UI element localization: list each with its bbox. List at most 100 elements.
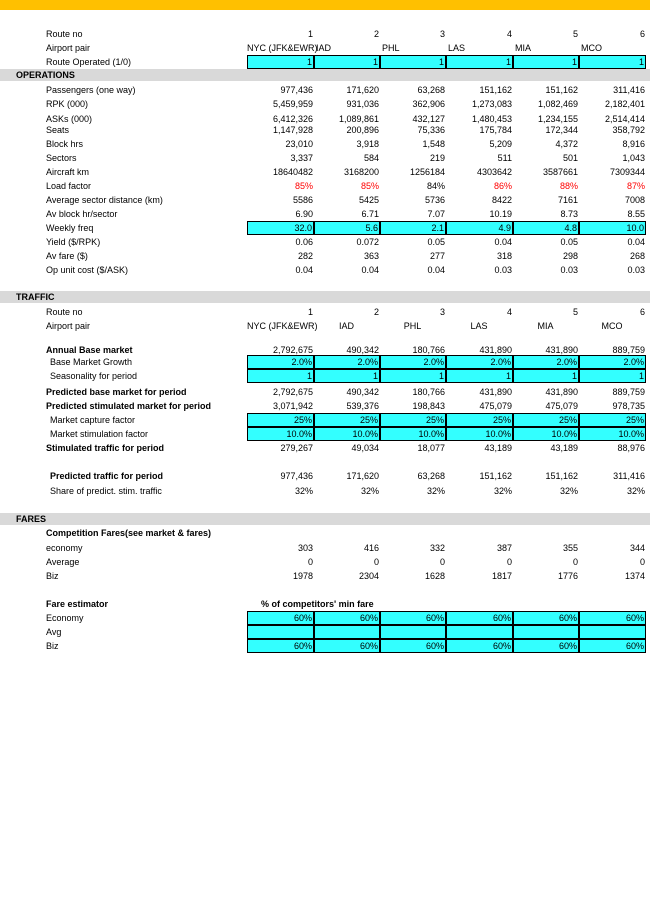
traffic-row-cell[interactable]: 2.0% (446, 355, 513, 369)
fare-estimator-row-cell[interactable] (579, 625, 646, 639)
fare-estimator-row-cell[interactable]: 60% (247, 611, 314, 625)
operations-row-label: Sectors (46, 153, 77, 163)
traffic-row-cell: 431,890 (479, 345, 512, 355)
operations-row-label: Seats (46, 125, 70, 135)
traffic-row-label: Stimulated traffic for period (46, 443, 165, 453)
traffic-row-cell[interactable]: 1 (446, 369, 513, 383)
operations-row-cell: 219 (429, 153, 445, 163)
fare-estimator-row-cell[interactable] (247, 625, 314, 639)
operations-row-cell: 0.04 (427, 265, 445, 275)
traffic-row-cell: 431,890 (545, 387, 578, 397)
traffic-row-cell[interactable]: 2.0% (513, 355, 579, 369)
traffic-row-cell: 171,620 (346, 471, 379, 481)
operations-row-cell: 75,336 (417, 125, 445, 135)
route-operated-row-cell[interactable]: 1 (380, 55, 446, 69)
operations-row-cell: 3,337 (290, 153, 313, 163)
operations-row-cell: 175,784 (479, 125, 512, 135)
operations-row-cell[interactable]: 5.6 (314, 221, 380, 235)
fare-estimator-row-cell[interactable] (380, 625, 446, 639)
operations-row-label: Av block hr/sector (46, 209, 118, 219)
traffic-row-cell: 431,890 (479, 387, 512, 397)
operations-row-cell[interactable]: 4.8 (513, 221, 579, 235)
route-operated-row-cell[interactable]: 1 (247, 55, 314, 69)
operations-row-cell: 2,514,414 (604, 114, 645, 124)
traffic-section: TRAFFIC (0, 291, 650, 303)
traffic-row-cell[interactable]: 25% (579, 413, 646, 427)
traffic-row-cell[interactable]: 10.0% (380, 427, 446, 441)
operations-row-cell: 1,480,453 (471, 114, 512, 124)
operations-row-cell[interactable]: 32.0 (247, 221, 314, 235)
fare-estimator-row-cell[interactable]: 60% (513, 611, 579, 625)
airport-pair-row-cell: PHL (382, 43, 400, 53)
operations-row-cell: 8422 (491, 195, 512, 205)
fare-estimator-row-cell[interactable]: 60% (314, 611, 380, 625)
traffic-row-cell[interactable]: 25% (446, 413, 513, 427)
operations-row-cell: 7161 (557, 195, 578, 205)
operations-row-cell[interactable]: 10.0 (579, 221, 646, 235)
traffic-row-cell[interactable]: 1 (380, 369, 446, 383)
fare-estimator-header: Fare estimator% of competitors' min fare (0, 597, 650, 611)
traffic-row-cell[interactable]: 25% (513, 413, 579, 427)
fare-estimator-row-cell[interactable]: 60% (380, 639, 446, 653)
competition-fare-row-cell: 0 (506, 557, 512, 567)
traffic-row-cell: 978,735 (612, 401, 645, 411)
route-operated-row-cell[interactable]: 1 (446, 55, 513, 69)
traffic-airport-pair-row-cell: LAS (470, 321, 488, 331)
fare-estimator-row-cell[interactable]: 60% (446, 611, 513, 625)
fare-estimator-row-cell[interactable] (513, 625, 579, 639)
operations-row-cell: 88% (559, 181, 578, 191)
traffic-row-cell[interactable]: 25% (380, 413, 446, 427)
fare-estimator-row-cell[interactable]: 60% (380, 611, 446, 625)
traffic-row-cell[interactable]: 10.0% (314, 427, 380, 441)
fare-estimator-row-cell[interactable] (446, 625, 513, 639)
traffic-row-cell[interactable]: 10.0% (247, 427, 314, 441)
fare-estimator-row-cell[interactable] (314, 625, 380, 639)
operations-row-cell: 0.072 (356, 237, 379, 247)
operations-row-cell: 6.90 (295, 209, 313, 219)
fare-estimator-row-cell[interactable]: 60% (579, 611, 646, 625)
traffic-row-cell[interactable]: 1 (579, 369, 646, 383)
fare-estimator-row-cell[interactable]: 60% (579, 639, 646, 653)
operations-row-cell[interactable]: 2.1 (380, 221, 446, 235)
traffic-row-cell: 32% (426, 486, 445, 496)
operations-row-cell: 311,416 (613, 85, 645, 95)
route-operated-row-cell[interactable]: 1 (513, 55, 579, 69)
fare-estimator-row-cell[interactable]: 60% (513, 639, 579, 653)
traffic-row-cell[interactable]: 2.0% (380, 355, 446, 369)
traffic-row-cell[interactable]: 10.0% (446, 427, 513, 441)
fares-section: FARES (0, 513, 650, 525)
traffic-row-label: Base Market Growth (50, 357, 133, 367)
traffic-row-cell[interactable]: 1 (513, 369, 579, 383)
traffic-row-cell[interactable]: 2.0% (247, 355, 314, 369)
competition-fare-row-cell: 416 (363, 543, 379, 553)
traffic-row-cell[interactable]: 2.0% (579, 355, 646, 369)
traffic-row-cell[interactable]: 1 (247, 369, 314, 383)
fare-estimator-row-label: Economy (46, 613, 84, 623)
airport-pair-row-cell: LAS (448, 43, 466, 53)
traffic-row-cell[interactable]: 10.0% (513, 427, 579, 441)
traffic-route-no-row-cell: 5 (572, 307, 578, 317)
header-bar (0, 0, 650, 10)
traffic-row-cell[interactable]: 25% (314, 413, 380, 427)
fare-estimator-row-cell[interactable]: 60% (247, 639, 314, 653)
fare-estimator-row-cell[interactable]: 60% (446, 639, 513, 653)
operations-row-cell: 172,344 (545, 125, 578, 135)
traffic-row-cell[interactable]: 1 (314, 369, 380, 383)
traffic-row-cell[interactable]: 10.0% (579, 427, 646, 441)
operations-row-cell: 268 (629, 251, 645, 261)
operations-row-cell[interactable]: 4.9 (446, 221, 513, 235)
route-operated-row-cell[interactable]: 1 (579, 55, 646, 69)
operations-row-cell: 7008 (624, 195, 645, 205)
traffic-row-cell[interactable]: 25% (247, 413, 314, 427)
fare-estimator-row-cell[interactable]: 60% (314, 639, 380, 653)
traffic-row-cell[interactable]: 2.0% (314, 355, 380, 369)
competition-fare-row-cell: 0 (439, 557, 445, 567)
route-operated-row-cell[interactable]: 1 (314, 55, 380, 69)
operations-row-cell: 3168200 (343, 167, 379, 177)
traffic-route-no-row-cell: 4 (506, 307, 512, 317)
